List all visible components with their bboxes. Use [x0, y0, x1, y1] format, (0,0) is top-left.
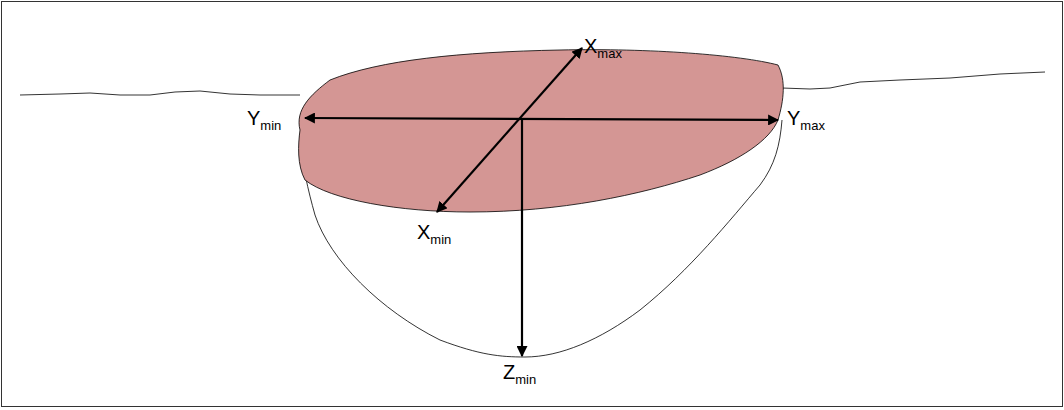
dimension-label: Ymax — [787, 108, 825, 132]
x-axis-arrow — [437, 48, 582, 212]
dimension-label: Zmin — [503, 362, 536, 386]
ground-line — [20, 91, 300, 95]
ground-line — [782, 72, 1045, 89]
dimension-label: Xmax — [584, 36, 622, 60]
dimension-label: Ymin — [247, 108, 281, 132]
dimension-label: Xmin — [417, 222, 451, 246]
z-axis-arrow — [521, 120, 523, 356]
crater-surface — [299, 50, 784, 212]
y-axis-arrow — [305, 118, 778, 120]
